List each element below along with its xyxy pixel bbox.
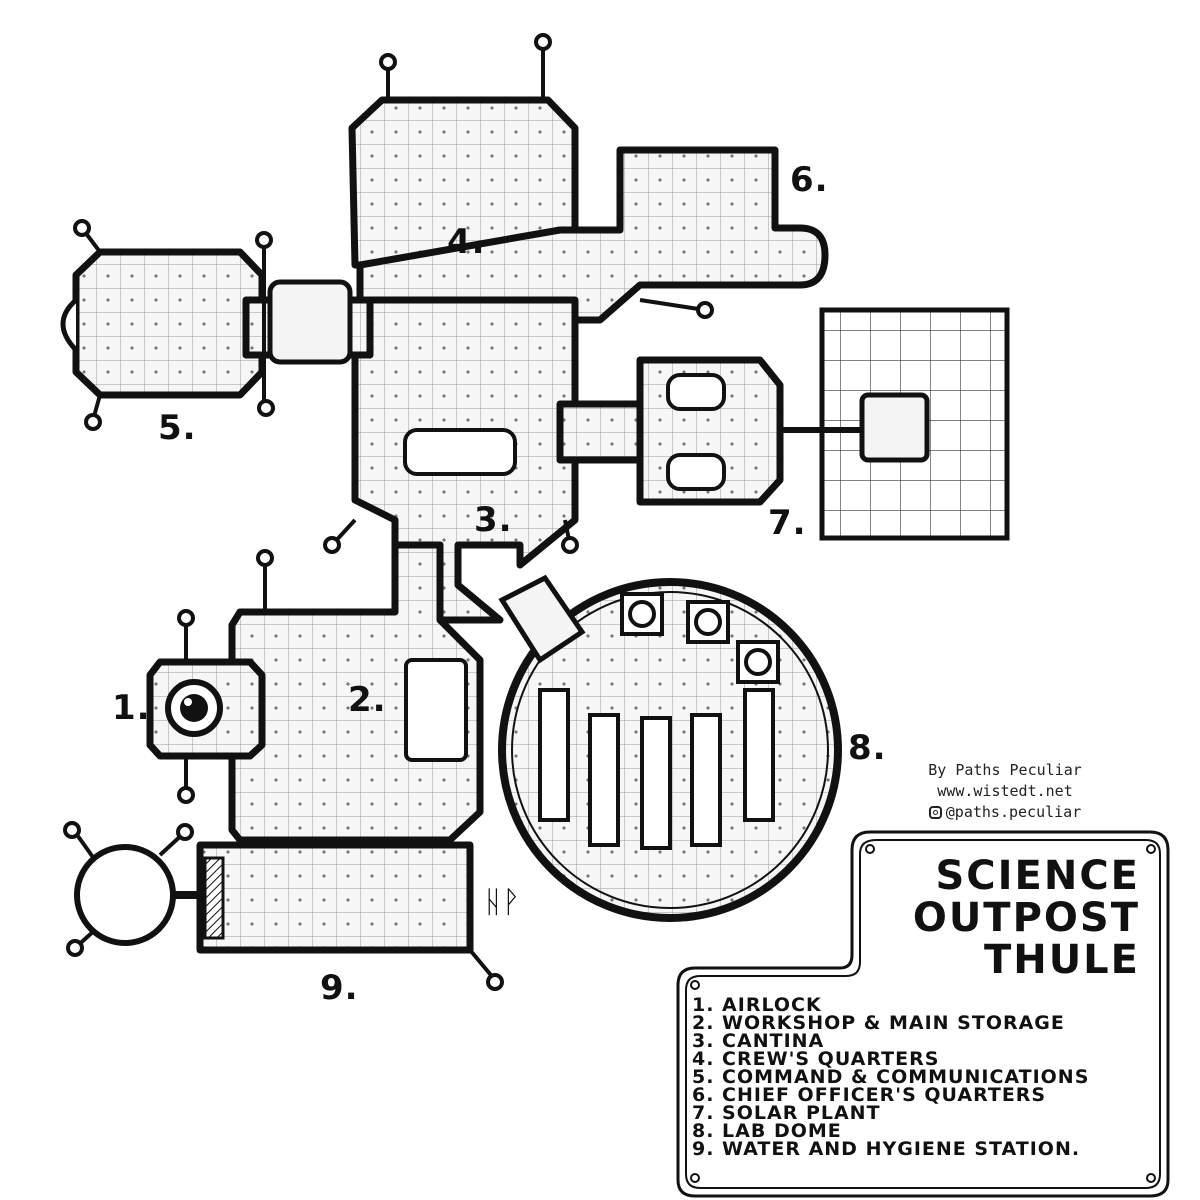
room-number-1: 1. (112, 688, 151, 728)
legend-item: 8. LAB DOME (692, 1120, 842, 1142)
room-number-6: 6. (790, 160, 829, 200)
antennas (63, 33, 714, 991)
room-number-2: 2. (348, 680, 387, 720)
workshop (228, 541, 484, 844)
hygiene-station (196, 841, 474, 954)
legend-item: 5. COMMAND & COMMUNICATIONS (692, 1066, 1090, 1088)
legend-item: 1. AIRLOCK (692, 994, 822, 1016)
solar-connector (556, 400, 644, 464)
room-number-9: 9. (320, 968, 359, 1008)
map-title-line-3: THULE (983, 937, 1140, 983)
legend-item: 6. CHIEF OFFICER'S QUARTERS (692, 1084, 1047, 1106)
artist-signature: ᚺᚹ (484, 885, 520, 920)
cantina-table (403, 428, 517, 476)
room-number-4: 4. (447, 222, 486, 262)
legend-item: 3. CANTINA (692, 1030, 825, 1052)
credits-instagram-handle: @paths.peculiar (945, 803, 1082, 821)
credits: By Paths Peculiar www.wistedt.net @paths… (900, 760, 1110, 825)
credits-website[interactable]: www.wistedt.net (937, 782, 1073, 800)
solar-panel-field (819, 307, 1010, 541)
legend-item: 7. SOLAR PLANT (692, 1102, 881, 1124)
room-number-8: 8. (848, 728, 887, 768)
room-number-5: 5. (158, 408, 197, 448)
credits-byline: By Paths Peculiar (928, 761, 1082, 779)
lab-benches (538, 688, 775, 850)
legend-item: 9. WATER AND HYGIENE STATION. (692, 1138, 1081, 1160)
room-number-3: 3. (474, 500, 513, 540)
water-tank (74, 844, 176, 946)
instagram-icon (928, 806, 942, 819)
command-airlock (267, 279, 353, 365)
lab-equipment (620, 592, 780, 684)
workshop-bench (404, 658, 468, 762)
room-number-7: 7. (768, 503, 807, 543)
corridor-6 (356, 146, 829, 324)
hygiene-hatch (203, 856, 225, 940)
crew-quarters (348, 96, 579, 269)
credits-instagram[interactable]: @paths.peculiar (928, 802, 1082, 823)
map-title: SCIENCE OUTPOST THULE (858, 855, 1140, 981)
room-legend: 1. AIRLOCK 2. WORKSHOP & MAIN STORAGE 3.… (692, 994, 1090, 1160)
map-title-line-2: OUTPOST (912, 895, 1140, 941)
legend-item: 2. WORKSHOP & MAIN STORAGE (692, 1012, 1065, 1034)
lab-connector (498, 574, 586, 664)
solar-hub (859, 392, 930, 463)
command-module (72, 248, 266, 399)
legend-item: 4. CREW'S QUARTERS (692, 1048, 940, 1070)
map-title-line-1: SCIENCE (935, 853, 1140, 899)
